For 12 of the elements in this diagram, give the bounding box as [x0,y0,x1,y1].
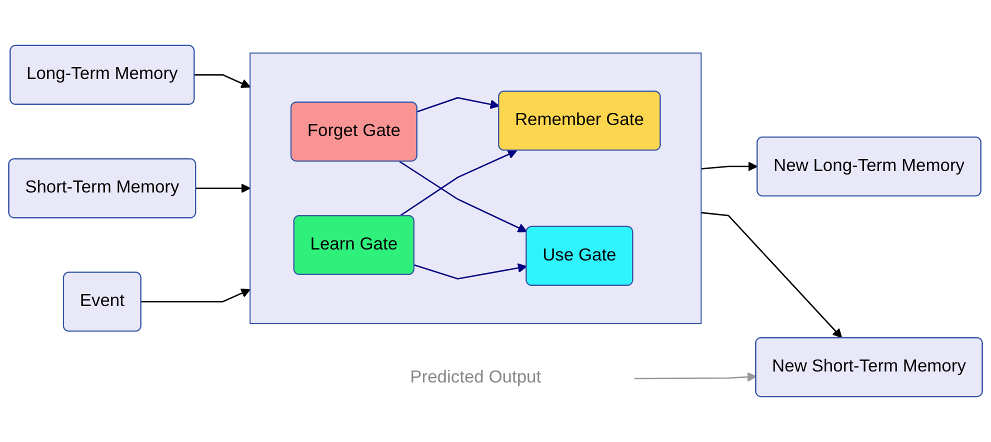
node-text: Predicted Output [410,368,542,387]
arrow [140,288,251,302]
arrow [701,212,842,338]
arrow [194,74,251,88]
arrow [196,184,251,194]
arrow [399,150,518,217]
arrow [399,160,528,232]
cluster [250,52,702,324]
arrow [701,162,758,172]
arrow [414,263,528,280]
arrow [634,372,757,382]
arrow [417,97,500,112]
